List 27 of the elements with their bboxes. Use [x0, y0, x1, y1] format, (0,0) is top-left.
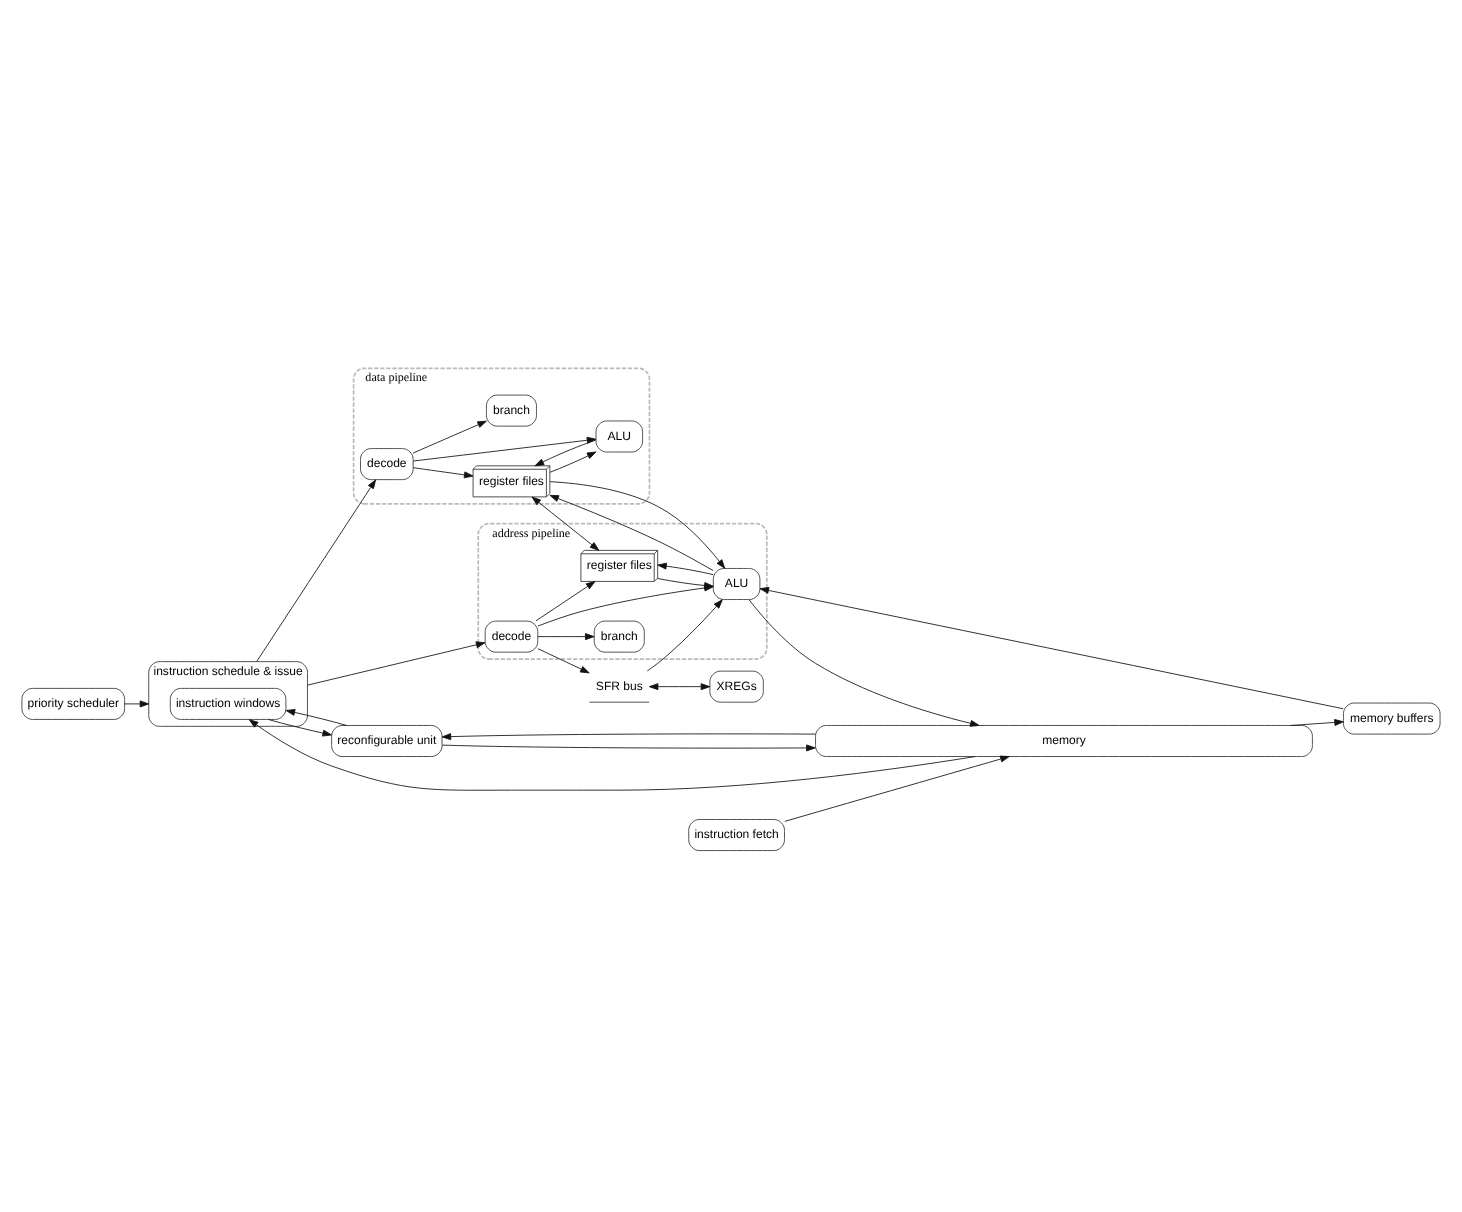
arrow — [535, 581, 596, 622]
arrow — [648, 683, 711, 691]
arrow — [531, 496, 600, 551]
arrow — [268, 719, 332, 737]
arrow — [441, 744, 816, 752]
arrow — [549, 481, 726, 569]
arrow — [412, 420, 487, 454]
arrow — [646, 599, 723, 672]
arrow — [549, 494, 714, 572]
arrow — [537, 648, 590, 674]
arrow — [307, 641, 486, 686]
arrow — [412, 436, 597, 462]
arrow — [441, 733, 816, 741]
arrow — [248, 719, 976, 791]
arrow — [759, 587, 1344, 710]
arrow — [256, 479, 377, 663]
arrow — [748, 599, 980, 727]
arrow — [537, 633, 595, 641]
arrow — [124, 700, 150, 708]
arrow — [657, 578, 714, 589]
arrow — [285, 709, 347, 726]
arrow — [412, 467, 474, 479]
arrow — [549, 451, 597, 473]
arrow — [784, 755, 1010, 822]
arrow — [534, 439, 597, 467]
arrow — [657, 562, 714, 576]
arrow — [1290, 719, 1344, 726]
